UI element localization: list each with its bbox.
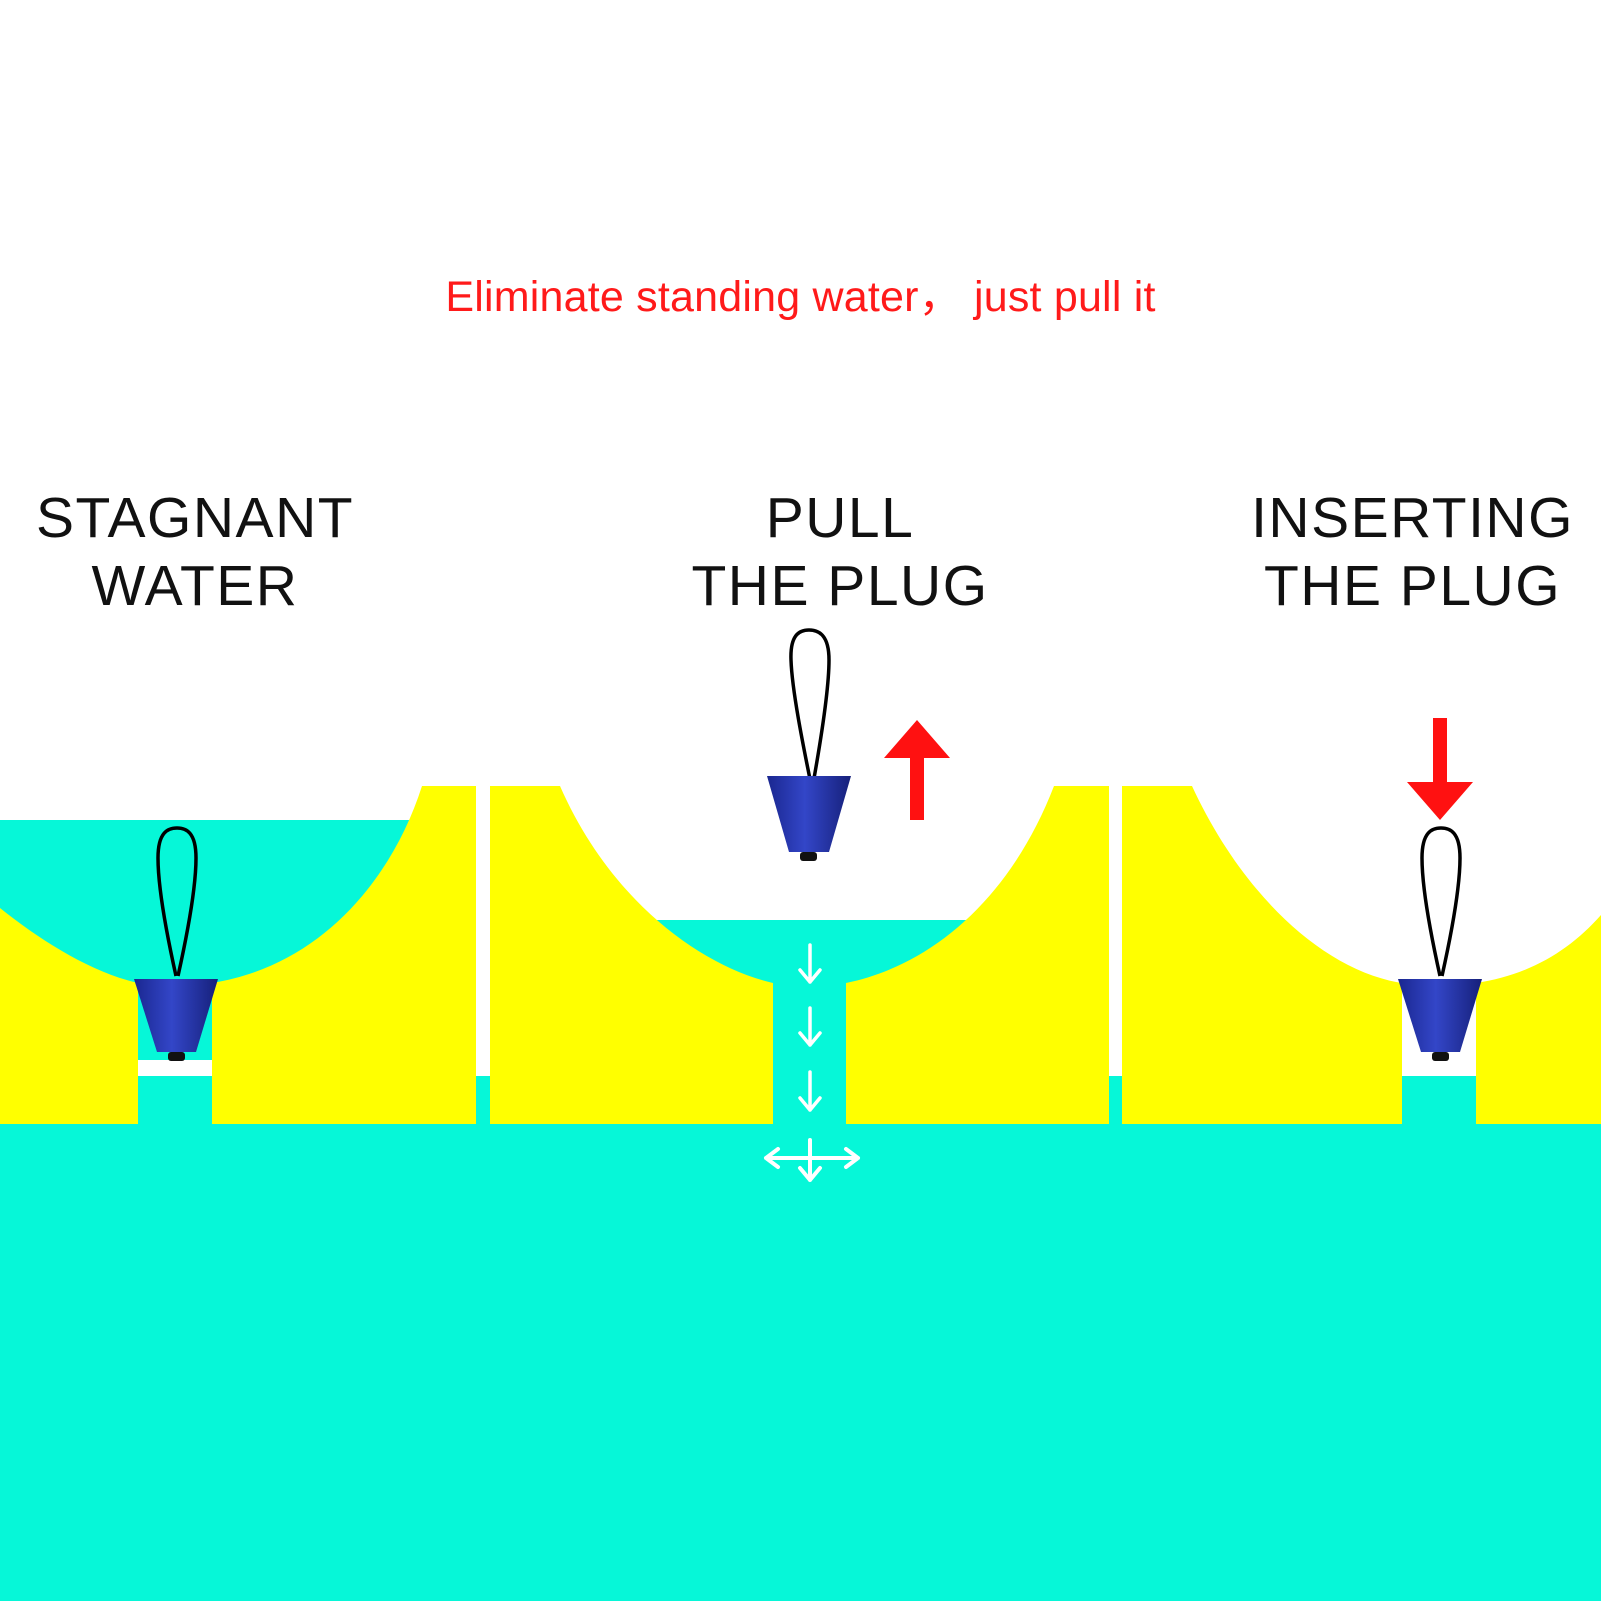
plug-inserting	[1398, 826, 1482, 1061]
hull-right-b	[1476, 915, 1601, 1124]
label-insert-line2: THE PLUG	[1263, 554, 1562, 618]
label-stagnant-line1: STAGNANT	[35, 486, 355, 550]
plug-stagnant	[134, 826, 218, 1061]
hull-left-a	[0, 908, 138, 1124]
white-down-arrows-icon	[798, 943, 822, 1112]
label-stagnant-water: STAGNANT WATER	[10, 484, 380, 620]
scupper-water-right	[1402, 1076, 1476, 1126]
label-pull-line2: THE PLUG	[691, 554, 989, 618]
cord-loop-icon	[156, 826, 198, 977]
plug-cone-icon	[134, 979, 218, 1052]
label-pull-the-plug: PULL THE PLUG	[655, 484, 1025, 620]
hull-sections	[0, 786, 1601, 1124]
label-insert-line1: INSERTING	[1251, 486, 1574, 550]
plug-tip	[800, 852, 817, 861]
cord-loop-icon	[1420, 826, 1462, 977]
red-up-arrow-icon	[884, 720, 950, 820]
hull-left-b	[212, 786, 476, 1124]
hull-mid-a	[490, 786, 773, 1124]
plug-cone-icon	[767, 776, 851, 852]
red-down-arrow-icon	[1407, 718, 1473, 820]
label-inserting-the-plug: INSERTING THE PLUG	[1235, 484, 1590, 620]
scupper-rim-right	[1402, 1060, 1476, 1076]
label-stagnant-line2: WATER	[91, 554, 299, 618]
plug-tip	[1432, 1052, 1449, 1061]
sea-water	[0, 1076, 1601, 1601]
hull-mid-b	[846, 786, 1109, 1124]
plug-tip	[168, 1052, 185, 1061]
cord-loop-icon	[789, 628, 831, 785]
white-spread-arrows-icon	[764, 1138, 860, 1182]
plug-cone-icon	[1398, 979, 1482, 1052]
headline: Eliminate standing water， just pull it	[445, 273, 1156, 321]
plug-pulled	[767, 628, 851, 861]
scupper-water-left	[138, 1076, 212, 1126]
hull-right-a	[1122, 786, 1402, 1124]
scupper-rim-left	[138, 1060, 212, 1076]
label-pull-line1: PULL	[765, 486, 915, 550]
